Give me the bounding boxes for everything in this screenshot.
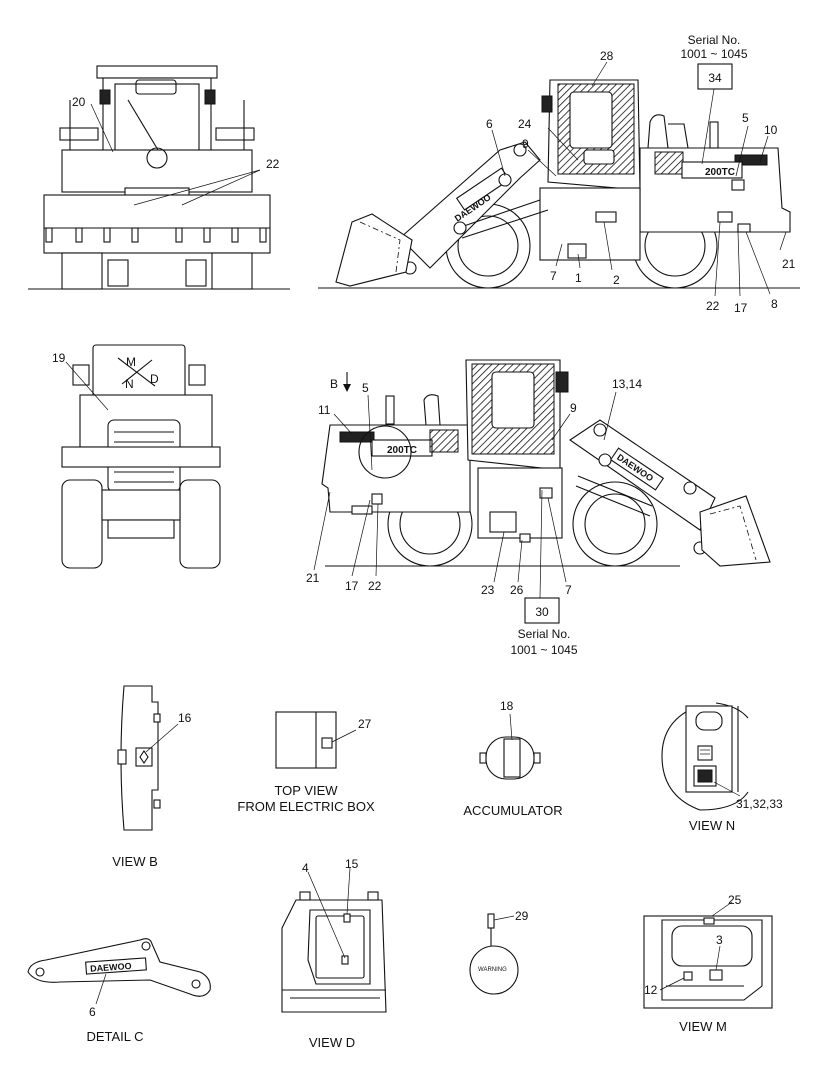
model-badge: 200TC [705, 167, 735, 178]
callout-6-detail: 6 [89, 1005, 96, 1019]
electric-box-drawing [275, 711, 357, 769]
serial-bottom-box: 30 [535, 605, 549, 619]
callout-7-right: 7 [550, 269, 557, 283]
view-m-marker: M [126, 355, 136, 369]
accumulator-drawing [479, 713, 541, 780]
callout-19: 19 [52, 351, 66, 365]
view-d-marker: D [150, 372, 159, 386]
callout-13-14: 13,14 [612, 377, 642, 391]
caption-top-view-2: FROM ELECTRIC BOX [237, 799, 375, 814]
serial-bottom-label: Serial No. [518, 627, 571, 641]
view-captions: TOP VIEW FROM ELECTRIC BOX ACCUMULATOR V… [86, 783, 735, 1050]
view-n-drawing [661, 702, 749, 811]
callout-20: 20 [72, 95, 86, 109]
view-b-arrow-label: B [330, 377, 338, 391]
view-d-drawing [281, 867, 387, 1013]
view-m-drawing [643, 901, 773, 1009]
callout-5-right: 5 [742, 111, 749, 125]
callout-28: 28 [600, 49, 614, 63]
callout-5-left: 5 [362, 381, 369, 395]
callout-10: 10 [764, 123, 778, 137]
callout-1: 1 [575, 271, 582, 285]
callout-11: 11 [318, 403, 331, 417]
callout-24: 24 [518, 117, 532, 131]
callout-3: 3 [716, 933, 723, 947]
callout-22-left: 22 [368, 579, 382, 593]
callout-4: 4 [302, 861, 309, 875]
caption-view-n: VIEW N [689, 818, 735, 833]
bucket-teeth [45, 227, 267, 243]
serial-top-label: Serial No. [688, 33, 741, 47]
callout-labels: 20 22 28 6 24 9 5 10 7 1 2 21 22 17 8 19… [52, 49, 796, 1019]
callout-22-right: 22 [706, 299, 720, 313]
callout-31-33: 31,32,33 [736, 797, 783, 811]
callout-18: 18 [500, 699, 514, 713]
callout-9-left: 9 [570, 401, 577, 415]
callout-15: 15 [345, 857, 359, 871]
callout-26: 26 [510, 583, 524, 597]
callout-17-left: 17 [345, 579, 359, 593]
callout-9-right: 9 [522, 137, 529, 151]
model-badge-left: 200TC [387, 445, 417, 456]
view-b-drawing [117, 685, 179, 831]
serial-bottom-range: 1001 ~ 1045 [510, 643, 577, 657]
side-view-right: 200TC DAEWOO [318, 61, 800, 297]
callout-21-left: 21 [306, 571, 320, 585]
serial-top-range: 1001 ~ 1045 [680, 47, 747, 61]
callout-29: 29 [515, 909, 529, 923]
callout-7-left: 7 [565, 583, 572, 597]
caption-view-d: VIEW D [309, 1035, 355, 1050]
callout-27: 27 [358, 717, 372, 731]
serial-block-bottom: 30 Serial No. 1001 ~ 1045 [510, 597, 578, 657]
callout-21-right: 21 [782, 257, 796, 271]
callout-16: 16 [178, 711, 192, 725]
detail-c-drawing: DAEWOO [27, 938, 211, 1005]
callout-17-right: 17 [734, 301, 748, 315]
side-view-left: 200TC DAEWOO [313, 359, 771, 599]
front-view [28, 65, 290, 290]
warning-tag-text: WARNING [478, 967, 507, 973]
callout-6-side: 6 [486, 117, 493, 131]
callout-12: 12 [644, 983, 658, 997]
warning-tag-drawing: WARNING [469, 913, 519, 995]
callout-22-front: 22 [266, 157, 280, 171]
callout-23: 23 [481, 583, 495, 597]
caption-top-view-1: TOP VIEW [274, 783, 338, 798]
callout-8: 8 [771, 297, 778, 311]
serial-top-box: 34 [708, 71, 722, 85]
view-n-marker: N [125, 377, 134, 391]
caption-view-b: VIEW B [112, 854, 158, 869]
serial-block-top: Serial No. 1001 ~ 1045 34 [680, 33, 748, 90]
caption-accumulator: ACCUMULATOR [463, 803, 562, 818]
rear-view [61, 344, 221, 569]
callout-25: 25 [728, 893, 742, 907]
detail-c-brand: DAEWOO [90, 961, 132, 974]
caption-view-m: VIEW M [679, 1019, 727, 1034]
callout-2: 2 [613, 273, 620, 287]
caption-detail-c: DETAIL C [86, 1029, 143, 1044]
